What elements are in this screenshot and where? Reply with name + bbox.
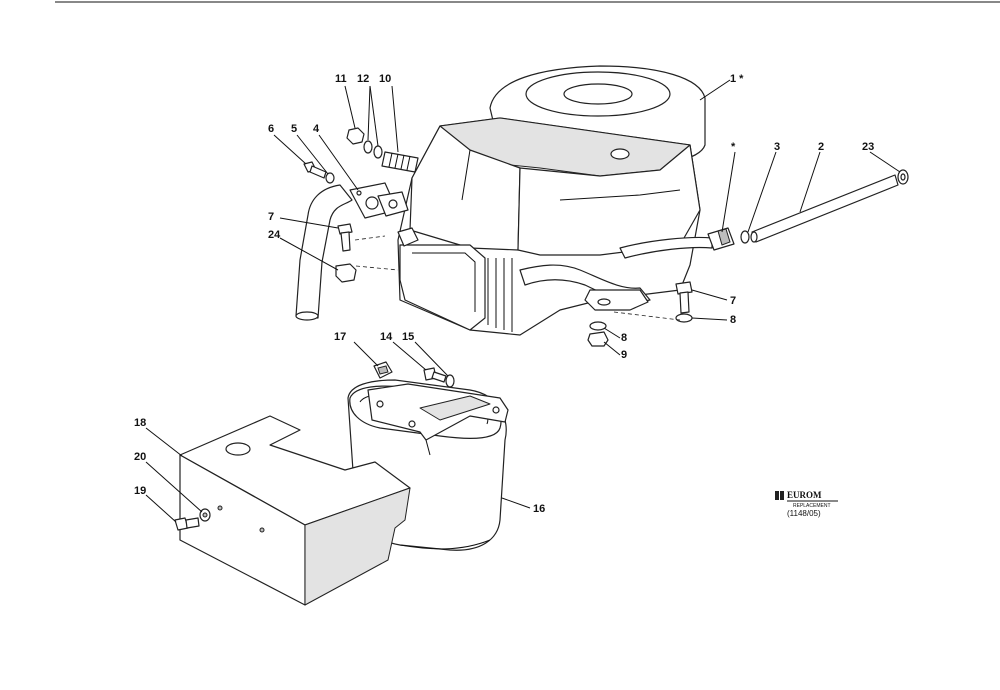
- part-18-heat-shield: [179, 415, 411, 606]
- logo-brand: EUROM: [787, 490, 822, 500]
- gasket-2: [377, 191, 409, 217]
- part-3-clamp: [740, 230, 750, 244]
- part-6-bolt: [303, 161, 327, 179]
- callout-16: 16: [533, 503, 545, 515]
- exhaust-pipe-bend: [295, 184, 353, 321]
- callout-12: 12: [357, 73, 369, 85]
- dash-line-1: [355, 265, 399, 271]
- callout-7-left: 7: [268, 211, 274, 223]
- part-24-nut: [335, 263, 357, 283]
- callout-1: 1 *: [730, 73, 744, 85]
- part-8-washer-right: [675, 313, 693, 323]
- part-14-bolt: [423, 367, 447, 383]
- callout-18: 18: [134, 417, 146, 429]
- callout-24: 24: [268, 229, 281, 241]
- part-23-clamp: [897, 169, 909, 185]
- part-15-washer: [445, 374, 455, 388]
- engine-assembly: [397, 65, 713, 336]
- part-19-bolt: [174, 517, 200, 531]
- part-20-washer: [199, 508, 211, 522]
- part-7-bolt-right: [675, 281, 693, 314]
- part-9-nut: [587, 331, 609, 347]
- callout-14: 14: [380, 331, 393, 343]
- part-5-washer: [325, 172, 335, 184]
- callout-star: *: [731, 141, 736, 153]
- leader-lines: [145, 79, 901, 523]
- fuel-fitting: [707, 227, 735, 251]
- callout-20: 20: [134, 451, 146, 463]
- callout-15: 15: [402, 331, 414, 343]
- callout-8-center: 8: [621, 332, 627, 344]
- callout-2: 2: [818, 141, 824, 153]
- callout-6: 6: [268, 123, 274, 135]
- part-17-clip: [373, 361, 393, 379]
- callout-5: 5: [291, 123, 297, 135]
- callout-11: 11: [335, 73, 347, 85]
- part-2-fuel-hose: [750, 174, 899, 243]
- part-7-bolt-left: [337, 223, 353, 252]
- part-10-stud: [381, 151, 419, 173]
- eurom-logo: EUROM REPLACEMENT (1148/05): [775, 490, 838, 518]
- callout-10: 10: [379, 73, 391, 85]
- part-8-washer-center: [589, 321, 607, 331]
- callout-8-right: 8: [730, 314, 736, 326]
- callout-7-right: 7: [730, 295, 736, 307]
- callout-3: 3: [774, 141, 780, 153]
- callout-9: 9: [621, 349, 627, 361]
- dash-line-2: [613, 311, 681, 321]
- callout-19: 19: [134, 485, 146, 497]
- callout-17: 17: [334, 331, 346, 343]
- callout-23: 23: [862, 141, 874, 153]
- diagram-code: (1148/05): [787, 509, 821, 518]
- callout-4: 4: [313, 123, 320, 135]
- logo-subtext: REPLACEMENT: [793, 503, 831, 509]
- dash-line-3: [354, 235, 386, 241]
- part-11-nut: [346, 127, 365, 145]
- part-12-washers: [363, 140, 383, 159]
